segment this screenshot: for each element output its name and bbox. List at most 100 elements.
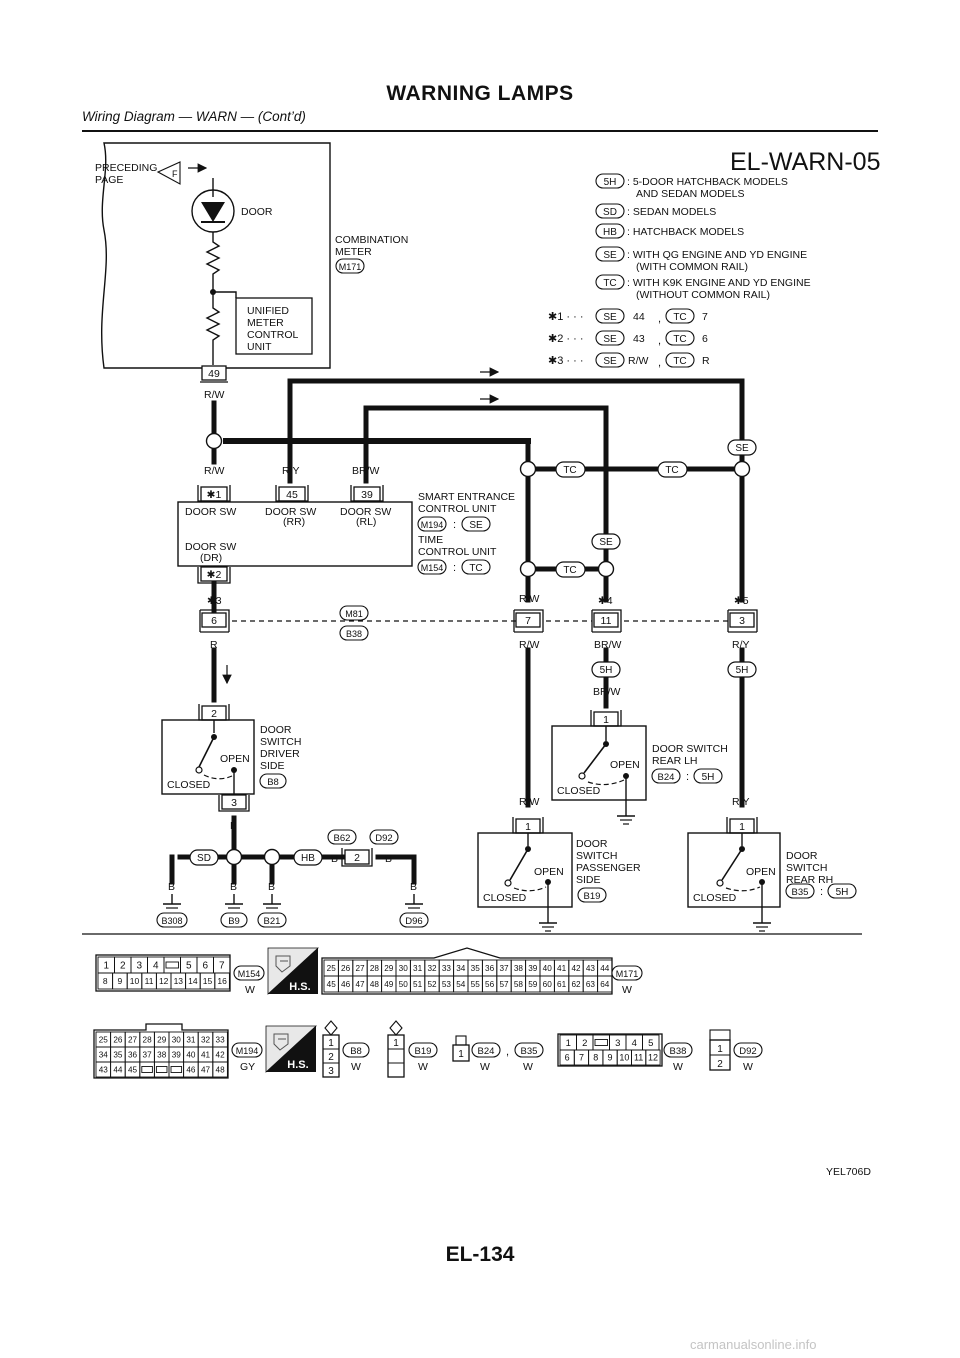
connector-pin-label: 2: [120, 961, 126, 972]
svg-text:11: 11: [601, 615, 612, 627]
svg-text:SE: SE: [469, 520, 483, 531]
svg-text:R: R: [702, 355, 710, 367]
connector-pin-label: 40: [186, 1050, 196, 1059]
connector-pin-label: 28: [143, 1035, 153, 1044]
connector-pin-label: 41: [201, 1050, 211, 1059]
svg-text:B: B: [168, 881, 175, 893]
connector-pin-label: 12: [159, 976, 169, 986]
connector-b8: 1 2 3 B8 W: [322, 1020, 370, 1078]
connector-pin-label: 30: [172, 1035, 182, 1044]
svg-text:,: ,: [506, 1046, 509, 1058]
resistor-icon: [205, 232, 221, 292]
svg-text:SE: SE: [603, 312, 617, 323]
connector-pin-label: 27: [355, 964, 365, 973]
connector-pin-label: 11: [634, 1053, 643, 1063]
connector-pin-label: 34: [99, 1050, 109, 1059]
connector-pin-label: 60: [543, 980, 553, 989]
svg-text:W: W: [480, 1061, 490, 1073]
svg-text:3: 3: [739, 615, 745, 627]
wiring-harness: [169, 378, 745, 885]
hs-badge-icon: H.S.: [267, 947, 320, 995]
svg-text:SMART ENTRANCE: SMART ENTRANCE: [418, 491, 515, 503]
svg-text:✱3: ✱3: [207, 595, 222, 607]
connector-pin-label: 45: [327, 980, 337, 989]
connector-pin-label: 63: [586, 980, 596, 989]
svg-text:CLOSED: CLOSED: [483, 892, 527, 904]
legend-row-hb: HB : HATCHBACK MODELS: [595, 223, 744, 239]
connector-pin-label: 14: [188, 976, 198, 986]
connector-pin-label: 26: [341, 964, 351, 973]
svg-text:B: B: [268, 881, 275, 893]
connector-pin-label: 54: [456, 980, 466, 989]
connector-pin-label: 56: [485, 980, 495, 989]
svg-text:(RL): (RL): [356, 516, 376, 528]
svg-text:(WITHOUT COMMON RAIL): (WITHOUT COMMON RAIL): [636, 289, 770, 301]
svg-text:R/W: R/W: [628, 355, 649, 367]
connector-pin-label: 61: [557, 980, 567, 989]
connector-pin-cell: [597, 975, 613, 993]
svg-text:R/Y: R/Y: [282, 465, 300, 477]
svg-text:1: 1: [458, 1049, 464, 1060]
svg-text:6: 6: [211, 615, 217, 627]
connector-pin-label: 36: [485, 964, 495, 973]
svg-text:R/W: R/W: [519, 796, 540, 808]
door-switch-driver: 2 OPEN CLOSED 3 DOOR SWITCH DRIVER SIDE …: [161, 704, 301, 812]
legend: 5H : 5-DOOR HATCHBACK MODELS AND SEDAN M…: [548, 173, 811, 369]
svg-text:✱5: ✱5: [734, 595, 749, 607]
svg-text:DOOR: DOOR: [786, 850, 818, 862]
connector-blank-pin: [170, 1066, 183, 1073]
svg-text:W: W: [622, 984, 632, 996]
svg-text:B: B: [230, 820, 237, 832]
connector-pin-label: 11: [145, 976, 154, 986]
svg-text:M171: M171: [339, 262, 362, 272]
connector-pin-label: 27: [128, 1035, 138, 1044]
svg-text:TC: TC: [665, 465, 678, 476]
tag-sd: SD: [189, 849, 219, 866]
svg-text:2: 2: [354, 852, 360, 864]
connector-pin-label: 62: [571, 980, 581, 989]
svg-text:DOOR SW: DOOR SW: [340, 506, 391, 518]
svg-text::: :: [686, 771, 689, 783]
joint-connector: ✱3 ✱4 ✱5 6 7 11 3 M81 B38: [199, 595, 758, 641]
svg-text:TC: TC: [673, 356, 686, 367]
connector-pin-label: 7: [219, 961, 225, 972]
svg-text::: :: [453, 519, 456, 531]
svg-text:1: 1: [603, 714, 609, 726]
connector-pin-label: 59: [528, 980, 538, 989]
page-number: EL-134: [445, 1243, 515, 1266]
svg-text:CONTROL UNIT: CONTROL UNIT: [418, 503, 497, 515]
connector-pin-label: 25: [99, 1035, 109, 1044]
svg-text:W: W: [523, 1061, 533, 1073]
svg-text:,: ,: [658, 357, 661, 369]
connector-pin-label: 28: [370, 964, 380, 973]
svg-text:5H: 5H: [702, 772, 715, 783]
svg-text:2: 2: [717, 1059, 723, 1070]
tag-hb: HB: [293, 849, 323, 866]
door-switch-passenger: 1 OPEN CLOSED DOOR SWITCH PASSENGER SIDE…: [477, 817, 641, 932]
svg-text:B62: B62: [334, 833, 351, 844]
connector-pin-label: 3: [136, 961, 142, 972]
svg-text:5H: 5H: [736, 665, 749, 676]
legend-row-sd: SD : SEDAN MODELS: [595, 203, 716, 219]
svg-text:DOOR: DOOR: [576, 838, 608, 850]
connector-pin-label: 1: [566, 1038, 571, 1049]
connector-pin-cell: [163, 956, 181, 974]
svg-text:M194: M194: [236, 1046, 259, 1056]
flag-icon: [156, 161, 181, 185]
svg-text:(DR): (DR): [200, 552, 222, 564]
svg-text:R/W: R/W: [204, 389, 225, 401]
svg-text:B35: B35: [521, 1046, 538, 1057]
connector-pin-label: 46: [186, 1065, 196, 1074]
svg-text:METER: METER: [335, 246, 372, 258]
splices: SE TC TC SE TC 5H 5H SD HB: [189, 432, 757, 866]
connector-pin-label: 39: [528, 964, 538, 973]
connector-pin-label: 38: [514, 964, 524, 973]
svg-text:M154: M154: [421, 563, 444, 573]
svg-text:SE: SE: [603, 334, 617, 345]
svg-text:M154: M154: [238, 969, 261, 979]
svg-text:TC: TC: [673, 312, 686, 323]
svg-text:TIME: TIME: [418, 534, 443, 546]
svg-text:SE: SE: [603, 356, 617, 367]
svg-text:45: 45: [286, 489, 298, 501]
header-rule: [82, 130, 878, 132]
